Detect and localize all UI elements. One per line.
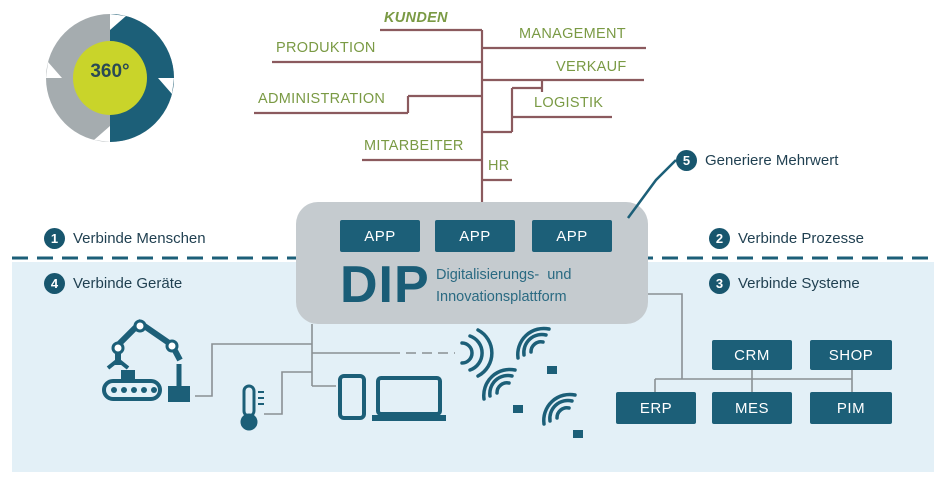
wireless-sensor-icon (516, 326, 557, 374)
thermometer-icon (240, 384, 264, 431)
step-number: 5 (676, 150, 697, 171)
tree-label-management: MANAGEMENT (519, 26, 626, 42)
step-label: Verbinde Menschen (73, 230, 206, 247)
system-box-crm: CRM (712, 340, 792, 370)
step-number: 1 (44, 228, 65, 249)
tree-label-kunden: KUNDEN (384, 10, 448, 26)
step-number: 3 (709, 273, 730, 294)
step-label: Generiere Mehrwert (705, 152, 839, 169)
step-4: 4 Verbinde Geräte (44, 273, 182, 294)
phone-icon (338, 374, 366, 420)
wireless-sensor-icon (542, 392, 583, 438)
badge-label: 360° (90, 61, 130, 82)
system-box-pim: PIM (810, 392, 892, 424)
tree-label-hr: HR (488, 158, 510, 174)
app-box: APP (532, 220, 612, 252)
wireless-sensor-icon (482, 367, 523, 413)
tree-label-produktion: PRODUKTION (276, 40, 376, 56)
tree-label-verkauf: VERKAUF (556, 59, 627, 75)
laptop-icon (372, 376, 446, 421)
tree-label-logistik: LOGISTIK (534, 95, 604, 111)
system-box-mes: MES (712, 392, 792, 424)
step-2: 2 Verbinde Prozesse (709, 228, 864, 249)
cycle-icon (46, 14, 174, 142)
step-number: 4 (44, 273, 65, 294)
system-box-shop: SHOP (810, 340, 892, 370)
step-label: Verbinde Prozesse (738, 230, 864, 247)
robot-arm-icon (102, 319, 190, 402)
tree-label-mitarbeiter: MITARBEITER (364, 138, 464, 154)
step-1: 1 Verbinde Menschen (44, 228, 206, 249)
step-number: 2 (709, 228, 730, 249)
app-box: APP (340, 220, 420, 252)
dip-title: DIP (340, 256, 430, 314)
tree-label-administration: ADMINISTRATION (258, 91, 386, 107)
step-3: 3 Verbinde Systeme (709, 273, 860, 294)
app-box: APP (435, 220, 515, 252)
pointer-line (626, 159, 677, 219)
step-5: 5 Generiere Mehrwert (676, 150, 838, 171)
step-label: Verbinde Systeme (738, 275, 860, 292)
system-box-erp: ERP (616, 392, 696, 424)
device-connectors (195, 324, 455, 415)
dip-subtitle: Digitalisierungs- und Innovationsplattfo… (436, 264, 571, 308)
dip-subtitle-line-1: Digitalisierungs- und (436, 267, 572, 283)
systems-connector (648, 293, 853, 392)
dip-subtitle-line-2: Innovationsplattform (436, 289, 567, 305)
step-label: Verbinde Geräte (73, 275, 183, 292)
wireless-icon (460, 328, 494, 378)
organisation-tree (254, 28, 646, 205)
